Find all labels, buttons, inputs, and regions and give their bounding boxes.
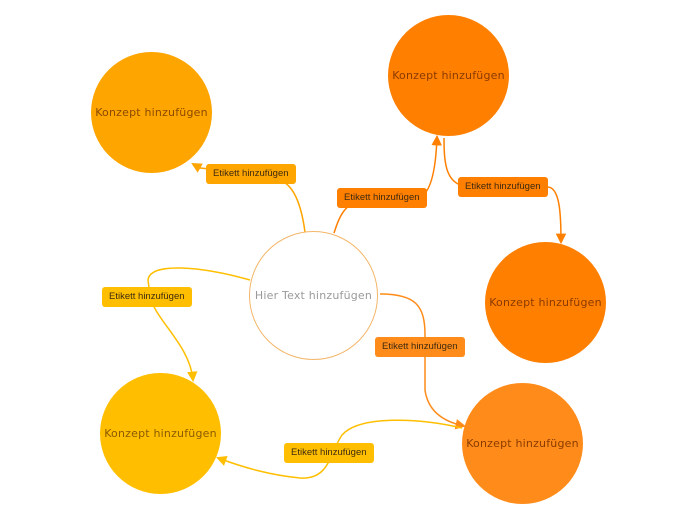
link-label[interactable]: Etikett hinzufügen — [337, 188, 427, 208]
link-label-text: Etikett hinzufügen — [109, 291, 185, 302]
concept-node-top-left[interactable]: Konzept hinzufügen — [91, 52, 212, 173]
link-label-text: Etikett hinzufügen — [465, 181, 541, 192]
concept-node-text: Konzept hinzufügen — [104, 427, 217, 440]
link-label[interactable]: Etikett hinzufügen — [375, 337, 465, 357]
concept-node-text: Konzept hinzufügen — [392, 69, 505, 82]
connector-center-bottom-right — [379, 293, 467, 430]
concept-node-text: Konzept hinzufügen — [489, 296, 602, 309]
concept-node-bottom-right[interactable]: Konzept hinzufügen — [462, 383, 583, 504]
link-label[interactable]: Etikett hinzufügen — [206, 164, 296, 184]
connector-center-top-right — [333, 134, 442, 234]
concept-node-text: Konzept hinzufügen — [466, 437, 579, 450]
link-label-text: Etikett hinzufügen — [213, 168, 289, 179]
concept-node-text: Konzept hinzufügen — [95, 106, 208, 119]
center-node[interactable]: Hier Text hinzufügen — [249, 231, 378, 360]
concept-node-bottom-left[interactable]: Konzept hinzufügen — [100, 373, 221, 494]
link-label-text: Etikett hinzufügen — [382, 341, 458, 352]
link-label[interactable]: Etikett hinzufügen — [458, 177, 548, 197]
concept-node-top-right[interactable]: Konzept hinzufügen — [388, 15, 509, 136]
link-label[interactable]: Etikett hinzufügen — [102, 287, 192, 307]
link-label-text: Etikett hinzufügen — [291, 447, 367, 458]
link-label-text: Etikett hinzufügen — [344, 192, 420, 203]
center-node-text: Hier Text hinzufügen — [254, 289, 373, 302]
connector-center-bottom-left — [147, 267, 251, 383]
link-label[interactable]: Etikett hinzufügen — [284, 443, 374, 463]
concept-node-right[interactable]: Konzept hinzufügen — [485, 242, 606, 363]
